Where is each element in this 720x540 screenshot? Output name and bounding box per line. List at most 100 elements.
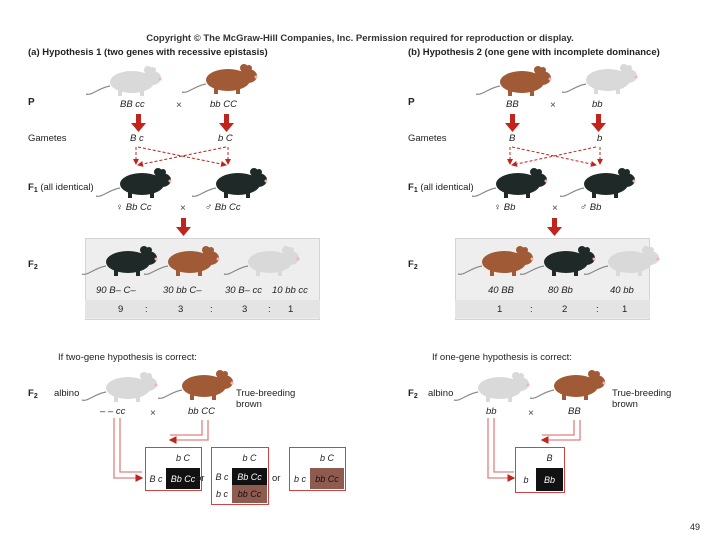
- brown-label: brown: [612, 399, 638, 410]
- f2-class: 40 BB: [488, 285, 514, 296]
- punnett-side: b c: [293, 473, 306, 484]
- f2-label: F2: [28, 259, 38, 271]
- panel-title: Hypothesis 2 (one gene with incomplete d…: [422, 47, 660, 58]
- f2-ratio-strip-right: [455, 300, 650, 318]
- p-genotype: bb CC: [210, 99, 237, 110]
- f2-letter: F: [408, 388, 414, 399]
- f2-label: F2: [408, 259, 418, 271]
- brown-label: brown: [236, 399, 262, 410]
- cross-symbol: ×: [150, 408, 156, 419]
- panel-letter: (b): [408, 47, 421, 58]
- albino-mouse: [81, 371, 159, 403]
- p-genotype: bb: [592, 99, 603, 110]
- punnett-cell: Bb: [536, 468, 563, 491]
- p-label: P: [28, 97, 35, 108]
- test-f2-label: F2: [28, 388, 38, 400]
- thick-arrows-left: [131, 114, 234, 132]
- brown-genotype: bb CC: [188, 406, 215, 417]
- f2-class: 90 B– C–: [96, 285, 136, 296]
- gametes-label: Gametes: [408, 133, 447, 144]
- gamete-cross-right: [507, 146, 603, 167]
- page-number: 49: [690, 522, 701, 532]
- test-f2-label: F2: [408, 388, 418, 400]
- punnett-square-right: B b Bb: [515, 447, 565, 493]
- hypothesis-2-title: (b) Hypothesis 2 (one gene with incomple…: [408, 47, 660, 58]
- test-cross-arrows-left: [113, 418, 209, 482]
- brown-mouse: [529, 369, 607, 401]
- hypothesis-1-title: (a) Hypothesis 1 (two genes with recessi…: [28, 47, 268, 58]
- cross-symbol: ×: [180, 203, 186, 214]
- albino-mouse: [223, 245, 301, 277]
- ratio-value: 2: [562, 304, 568, 315]
- brown-genotype: BB: [568, 406, 581, 417]
- punnett-header: b C: [319, 453, 334, 463]
- brown-mouse: [157, 369, 235, 401]
- p-label: P: [408, 97, 415, 108]
- brown-mouse: [457, 245, 535, 277]
- f1-male-genotype: ♂ Bb Cc: [205, 202, 241, 213]
- punnett-side: b: [523, 474, 529, 485]
- f1-letter: F: [408, 182, 414, 193]
- gamete: b: [597, 133, 603, 144]
- gamete: B c: [130, 133, 144, 144]
- albino-mouse: [583, 245, 661, 277]
- punnett-header: B: [546, 453, 553, 463]
- f2-class: 30 B– cc: [225, 285, 262, 296]
- black-mouse: [81, 245, 159, 277]
- f2-letter: F: [28, 259, 34, 270]
- f1-male-genotype: ♂ Bb: [580, 202, 602, 213]
- ratio-colon: :: [596, 304, 599, 315]
- f1-label: F1 (all identical): [408, 182, 474, 194]
- panel-title: Hypothesis 1 (two genes with recessive e…: [42, 47, 268, 58]
- ratio-value: 9: [118, 304, 124, 315]
- p-genotype: BB cc: [120, 99, 145, 110]
- punnett-side: b c: [215, 489, 228, 499]
- ratio-value: 1: [497, 304, 503, 315]
- punnett-square-3: b C b c bb Cc: [289, 447, 346, 491]
- punnett-header: b C: [175, 453, 190, 463]
- f2-class: 80 Bb: [548, 285, 573, 296]
- ratio-colon: :: [530, 304, 533, 315]
- albino-genotype: – – cc: [100, 406, 126, 417]
- f1-female-genotype: ♀ Bb: [494, 202, 516, 213]
- albino-label: albino: [54, 388, 80, 399]
- ratio-value: 3: [178, 304, 184, 315]
- f1-note: (all identical): [40, 182, 94, 193]
- f1-subscript: 1: [33, 187, 38, 194]
- punnett-cell: bb Cc: [232, 485, 267, 503]
- panel-letter: (a): [28, 47, 40, 58]
- thick-arrow-left-f1: [176, 218, 191, 236]
- f2-class: 40 bb: [610, 285, 634, 296]
- punnett-side: B c: [215, 471, 229, 482]
- cross-symbol: ×: [552, 203, 558, 214]
- f1-label: F1 (all identical): [28, 182, 94, 194]
- f1-female-genotype: ♀ Bb Cc: [116, 202, 152, 213]
- ratio-colon: :: [210, 304, 213, 315]
- ratio-value: 3: [242, 304, 248, 315]
- punnett-square-2: b C B c b c Bb Cc bb Cc: [211, 447, 269, 505]
- f2-class: 10 bb cc: [272, 285, 308, 296]
- f2-subscript: 2: [413, 264, 418, 271]
- cross-symbol: ×: [176, 100, 182, 111]
- gamete: B: [509, 133, 516, 144]
- albino-label: albino: [428, 388, 454, 399]
- f2-letter: F: [28, 388, 34, 399]
- albino-mouse: [453, 371, 531, 403]
- test-cross-arrows-right: [487, 418, 581, 482]
- f2-class: 30 bb C–: [163, 285, 202, 296]
- gametes-label: Gametes: [28, 133, 67, 144]
- punnett-square-1: b C B c Bb Cc: [145, 447, 202, 491]
- f2-subscript: 2: [33, 264, 38, 271]
- test-heading: If two-gene hypothesis is correct:: [58, 352, 197, 363]
- gamete-cross-left: [133, 146, 231, 167]
- cross-symbol: ×: [550, 100, 556, 111]
- cross-symbol: ×: [528, 408, 534, 419]
- f2-subscript: 2: [413, 393, 418, 400]
- punnett-cell: bb Cc: [310, 468, 344, 489]
- ratio-value: 1: [622, 304, 628, 315]
- or-label: or: [196, 473, 205, 484]
- f1-note: (all identical): [420, 182, 474, 193]
- f1-letter: F: [28, 182, 34, 193]
- f2-subscript: 2: [33, 393, 38, 400]
